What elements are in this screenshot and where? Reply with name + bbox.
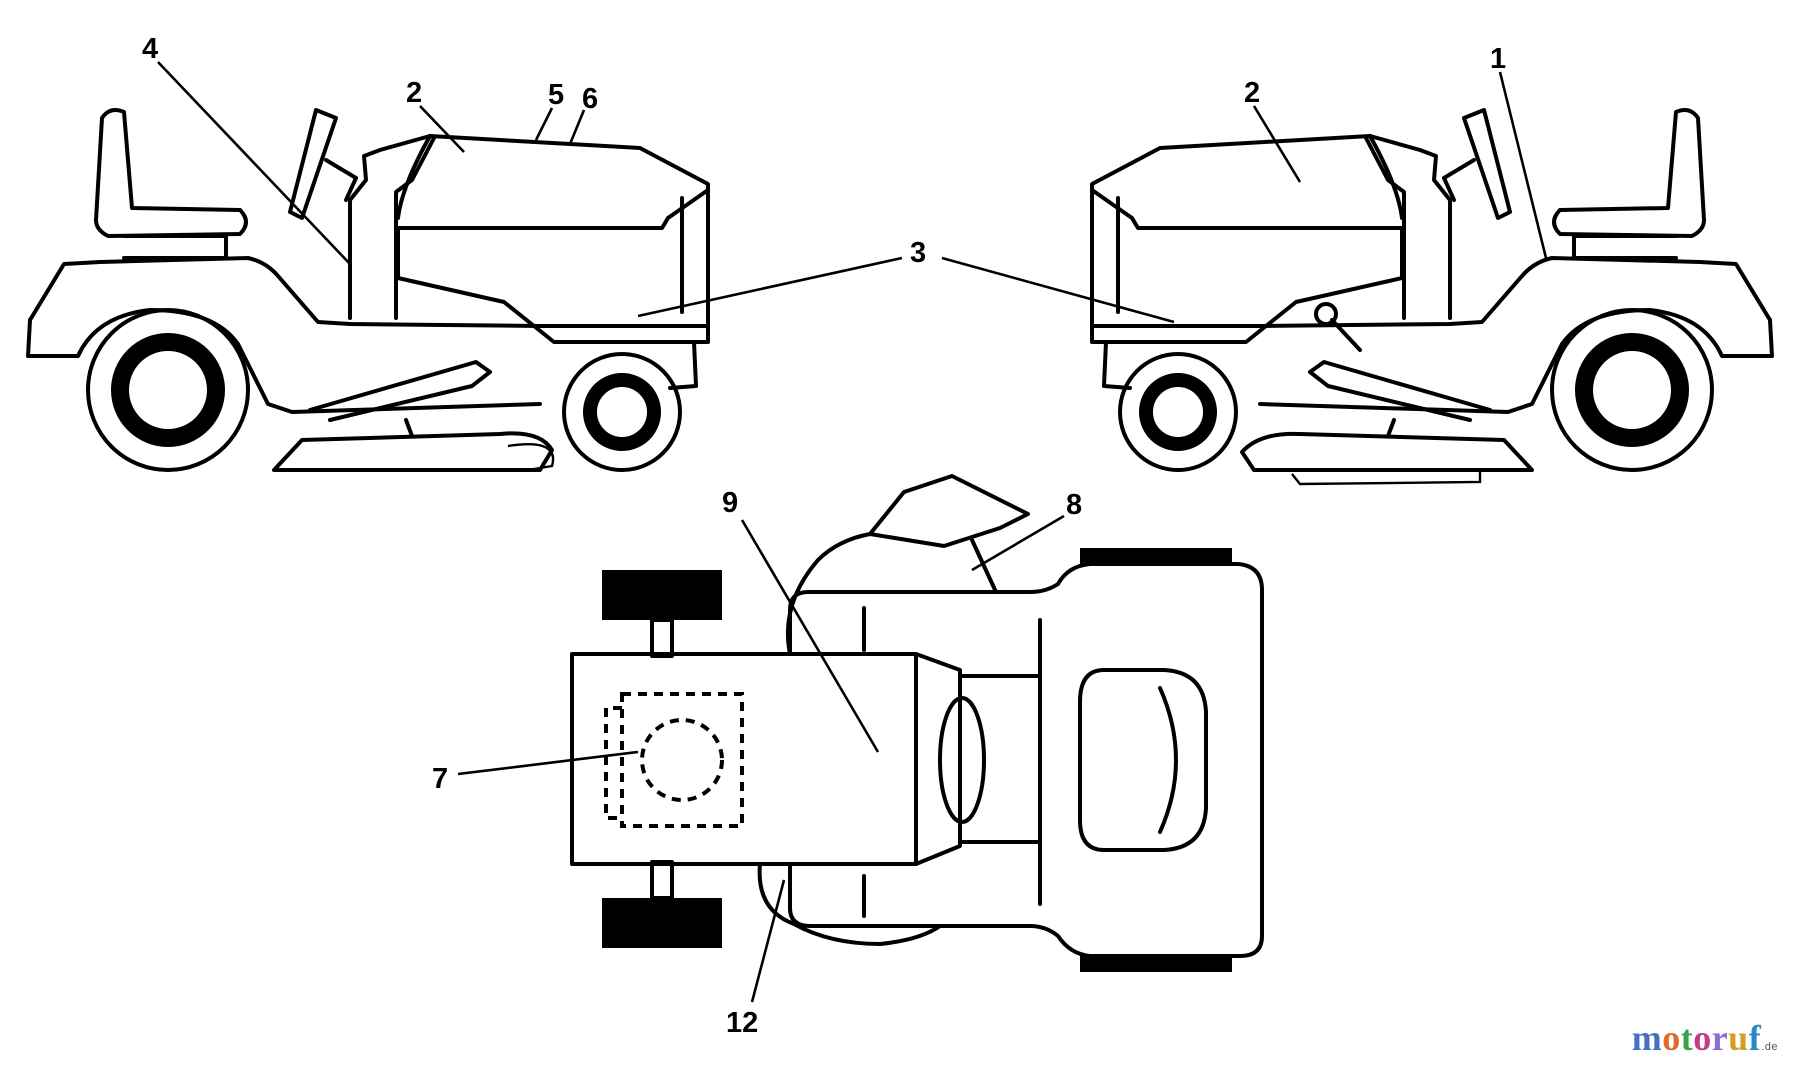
watermark-letter: t — [1680, 1018, 1694, 1058]
watermark-logo: motoruf — [1632, 1018, 1762, 1058]
watermark-letter: o — [1693, 1018, 1712, 1058]
watermark-letter: r — [1711, 1018, 1729, 1058]
callout-5: 5 — [548, 79, 564, 111]
callout-1: 1 — [1490, 43, 1506, 75]
tractor-left-side-view — [26, 108, 710, 472]
callout-8: 8 — [1066, 489, 1082, 521]
callout-6: 6 — [582, 83, 598, 115]
callout-2-left: 2 — [406, 77, 422, 109]
callout-12: 12 — [726, 1007, 758, 1039]
watermark-suffix: .de — [1761, 1041, 1778, 1053]
watermark-letter: u — [1728, 1018, 1749, 1058]
tractor-top-view — [570, 474, 1264, 972]
callout-numbers: 1 2 2 3 4 5 6 7 8 9 12 — [142, 33, 1506, 1039]
callout-9: 9 — [722, 487, 738, 519]
watermark-letter: o — [1662, 1018, 1681, 1058]
leader-lines — [157, 61, 1548, 1003]
callout-2-right: 2 — [1244, 77, 1260, 109]
tractor-right-side-view — [1090, 108, 1774, 486]
callout-3: 3 — [910, 237, 926, 269]
watermark-letter: f — [1748, 1018, 1762, 1058]
callout-7: 7 — [432, 763, 448, 795]
callout-4: 4 — [142, 33, 158, 65]
motoruf-watermark: motoruf.de — [1632, 1017, 1778, 1059]
watermark-letter: m — [1631, 1018, 1663, 1058]
